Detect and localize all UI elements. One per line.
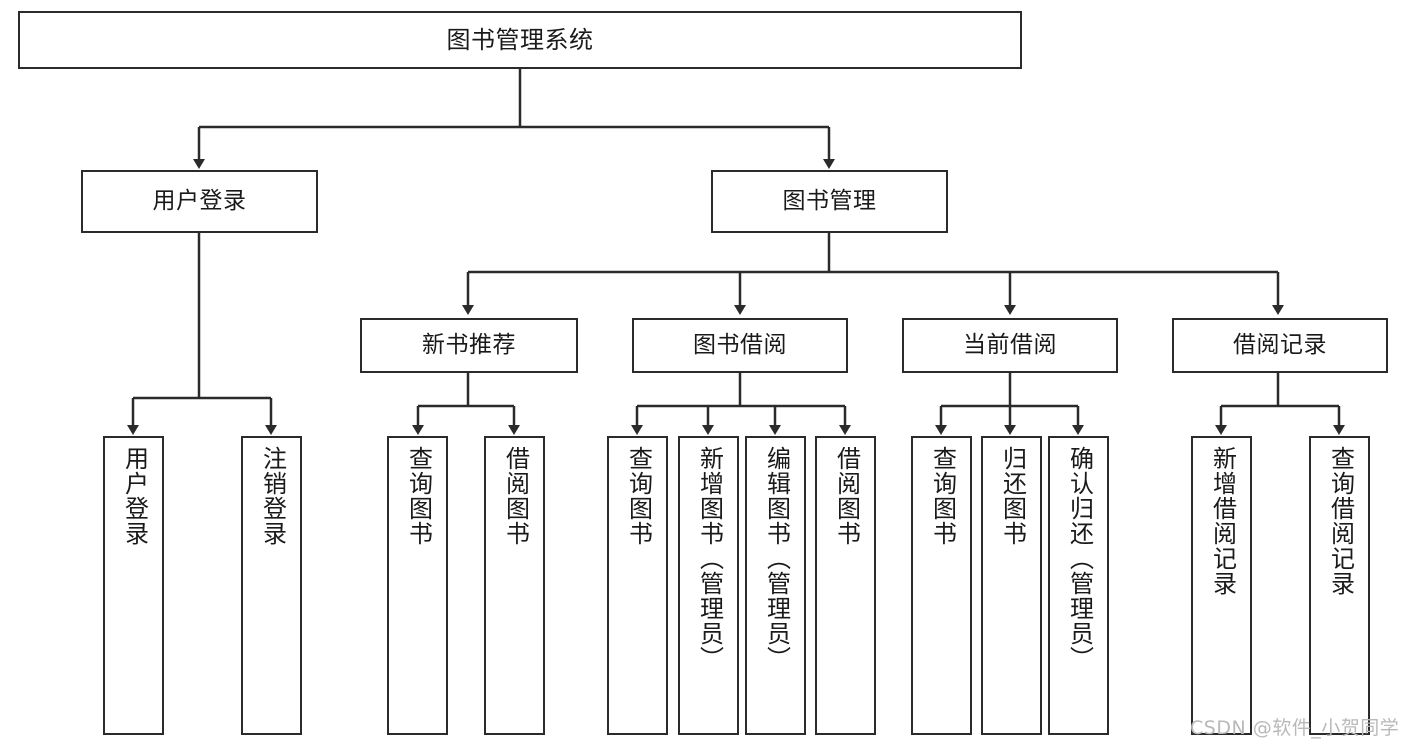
node-new-book-recommend[interactable]: 新书推荐 — [360, 318, 578, 373]
leaf-record-query-record[interactable]: 查询借阅记录 — [1309, 436, 1370, 735]
leaf-current-return-book[interactable]: 归还图书 — [981, 436, 1042, 735]
leaf-borrow-add-book[interactable]: 新增图书（管理员） — [678, 436, 739, 735]
leaf-borrow-borrow-book[interactable]: 借阅图书 — [815, 436, 876, 735]
leaf-current-query-book[interactable]: 查询图书 — [911, 436, 972, 735]
leaf-label: 确认归还（管理员） — [1065, 446, 1094, 671]
node-borrow-record[interactable]: 借阅记录 — [1172, 318, 1388, 373]
leaf-label: 归还图书 — [998, 446, 1027, 546]
leaf-user-login-login[interactable]: 用户登录 — [103, 436, 164, 735]
leaf-label: 借阅图书 — [501, 446, 530, 546]
node-book-borrow[interactable]: 图书借阅 — [632, 318, 848, 373]
leaf-label: 借阅图书 — [832, 446, 861, 546]
leaf-label: 新增图书（管理员） — [695, 446, 724, 671]
leaf-label: 用户登录 — [120, 446, 149, 546]
watermark-text: CSDN @软件_小贺同学 — [1190, 717, 1400, 739]
node-current-borrow[interactable]: 当前借阅 — [902, 318, 1118, 373]
node-book-management[interactable]: 图书管理 — [711, 170, 948, 233]
leaf-recommend-borrow-book[interactable]: 借阅图书 — [484, 436, 545, 735]
leaf-label: 查询图书 — [404, 446, 433, 546]
leaf-label: 新增借阅记录 — [1208, 446, 1237, 596]
node-root-system[interactable]: 图书管理系统 — [18, 11, 1022, 69]
leaf-user-login-logout[interactable]: 注销登录 — [241, 436, 302, 735]
node-user-login[interactable]: 用户登录 — [81, 170, 318, 233]
leaf-recommend-query-book[interactable]: 查询图书 — [387, 436, 448, 735]
leaf-label: 查询借阅记录 — [1326, 446, 1355, 596]
leaf-label: 注销登录 — [258, 446, 287, 546]
leaf-record-add-record[interactable]: 新增借阅记录 — [1191, 436, 1252, 735]
leaf-label: 查询图书 — [928, 446, 957, 546]
leaf-borrow-edit-book[interactable]: 编辑图书（管理员） — [745, 436, 806, 735]
leaf-current-confirm-return[interactable]: 确认归还（管理员） — [1048, 436, 1109, 735]
leaf-label: 编辑图书（管理员） — [762, 446, 791, 671]
leaf-label: 查询图书 — [624, 446, 653, 546]
leaf-borrow-query-book[interactable]: 查询图书 — [607, 436, 668, 735]
